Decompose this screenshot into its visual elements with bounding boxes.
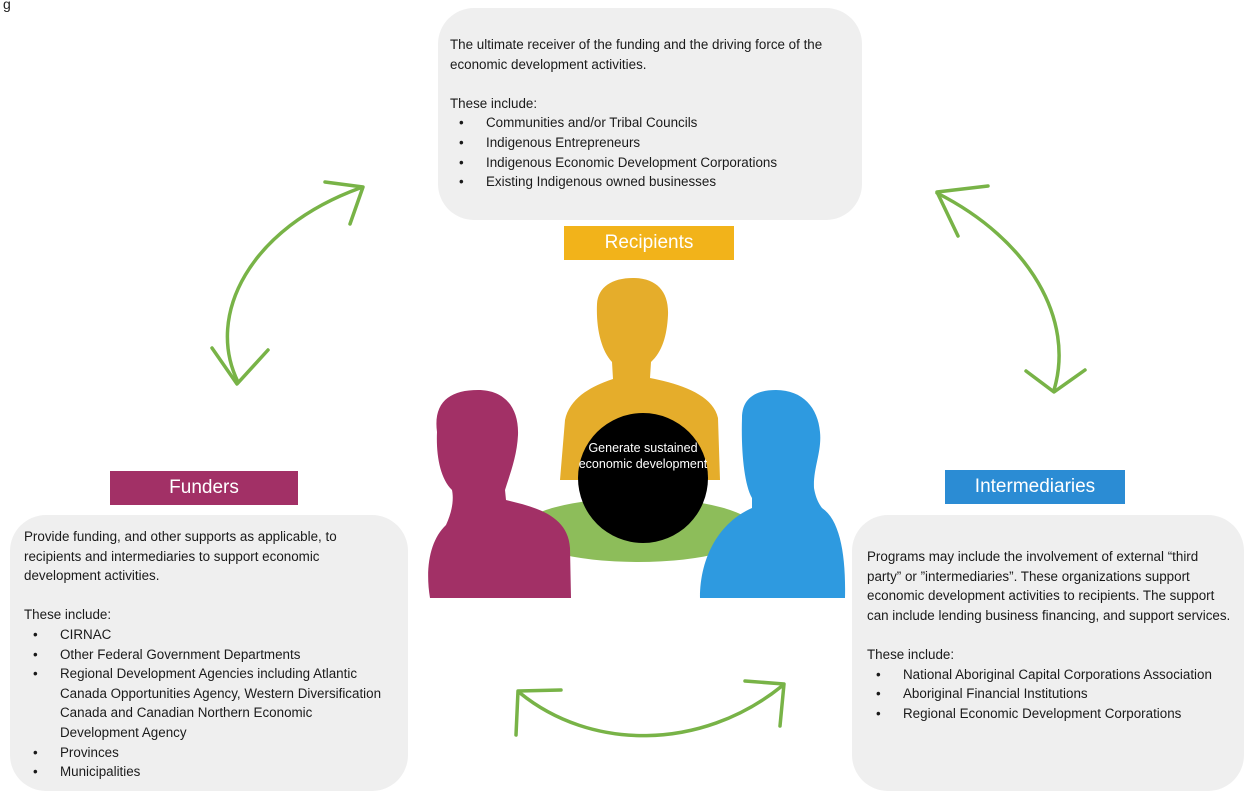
arrow-funders-intermediaries-head-right — [743, 679, 786, 728]
arrow-recipients-intermediaries — [935, 191, 1061, 392]
list-item: Indigenous Entrepreneurs — [450, 133, 848, 153]
intermediaries-description-box: Programs may include the involvement of … — [852, 515, 1244, 791]
list-item: CIRNAC — [24, 625, 394, 645]
recipients-list-intro: These include: — [450, 95, 538, 111]
intermediaries-list: National Aboriginal Capital Corporations… — [867, 665, 1234, 724]
recipients-banner: Recipients — [564, 226, 734, 260]
list-item: Indigenous Economic Development Corporat… — [450, 153, 848, 173]
center-goal-text: Generate sustained economic development — [578, 441, 708, 471]
intermediaries-list-intro: These include: — [867, 646, 955, 662]
arrow-recipients-intermediaries-head-bottom — [1024, 368, 1087, 394]
list-item: Regional Economic Development Corporatio… — [867, 704, 1234, 724]
funders-banner: Funders — [110, 471, 298, 505]
list-item: National Aboriginal Capital Corporations… — [867, 665, 1234, 685]
arrow-funders-intermediaries-head-left — [514, 688, 563, 737]
funders-list: CIRNAC Other Federal Government Departme… — [24, 625, 394, 782]
arrow-funders-intermediaries — [518, 684, 784, 738]
arrow-funders-recipients — [225, 186, 362, 384]
funders-description-box: Provide funding, and other supports as a… — [10, 515, 408, 791]
recipients-list: Communities and/or Tribal Councils Indig… — [450, 113, 848, 191]
funder-person-icon — [428, 390, 571, 598]
center-circle — [578, 413, 708, 543]
intermediary-person-icon — [700, 390, 846, 598]
list-item: Regional Development Agencies including … — [24, 664, 394, 742]
list-item: Municipalities — [24, 762, 394, 782]
arrow-recipients-intermediaries-head-top — [935, 184, 990, 238]
intermediaries-description: Programs may include the involvement of … — [867, 549, 1231, 623]
recipients-description: The ultimate receiver of the funding and… — [450, 37, 823, 72]
funders-description: Provide funding, and other supports as a… — [24, 529, 337, 584]
list-item: Provinces — [24, 743, 394, 763]
arrow-funders-recipients-head-bottom — [210, 346, 270, 386]
funders-list-intro: These include: — [24, 607, 112, 623]
intermediaries-banner: Intermediaries — [945, 470, 1125, 504]
list-item: Existing Indigenous owned businesses — [450, 172, 848, 192]
list-item: Aboriginal Financial Institutions — [867, 684, 1234, 704]
recipients-description-box: The ultimate receiver of the funding and… — [438, 8, 862, 220]
list-item: Other Federal Government Departments — [24, 645, 394, 665]
list-item: Communities and/or Tribal Councils — [450, 113, 848, 133]
figure-label: g — [3, 0, 11, 12]
arrow-funders-recipients-head-top — [323, 180, 365, 226]
